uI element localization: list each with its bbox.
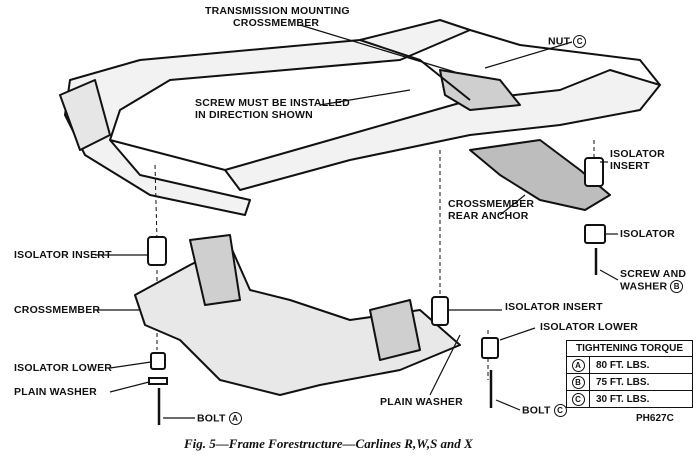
isolator-insert-center xyxy=(431,296,449,326)
figure-caption: Fig. 5—Frame Forestructure—Carlines R,W,… xyxy=(184,436,473,451)
isolator-lower-left xyxy=(150,352,166,370)
label-plain-washer-left: PLAIN WASHER xyxy=(14,386,97,398)
isolator-insert-right xyxy=(584,157,604,187)
frame-front-bar xyxy=(59,79,111,151)
label-crossmember: CROSSMEMBER xyxy=(14,304,101,316)
crossmember-rear-anchor xyxy=(469,139,611,211)
label-plain-washer-center: PLAIN WASHER xyxy=(380,396,463,408)
label-isolator-insert-left: ISOLATOR INSERT xyxy=(14,249,112,261)
figure-code: PH627C xyxy=(636,413,674,424)
label-isolator-lower-left: ISOLATOR LOWER xyxy=(14,362,113,374)
label-isolator-lower-right: ISOLATOR LOWER xyxy=(540,321,639,333)
label-isolator-insert-center: ISOLATOR INSERT xyxy=(505,301,603,313)
frame-right-rail xyxy=(224,69,661,191)
isolator-lower-center xyxy=(481,337,499,359)
isolator-right xyxy=(584,224,606,244)
torque-table-title: TIGHTENING TORQUE xyxy=(567,341,692,357)
label-isolator: ISOLATOR xyxy=(620,228,675,240)
frame-left-rail xyxy=(64,19,471,216)
plain-washer-left xyxy=(148,377,168,385)
isolator-insert-left xyxy=(147,236,167,266)
transmission-crossmember xyxy=(439,69,521,111)
